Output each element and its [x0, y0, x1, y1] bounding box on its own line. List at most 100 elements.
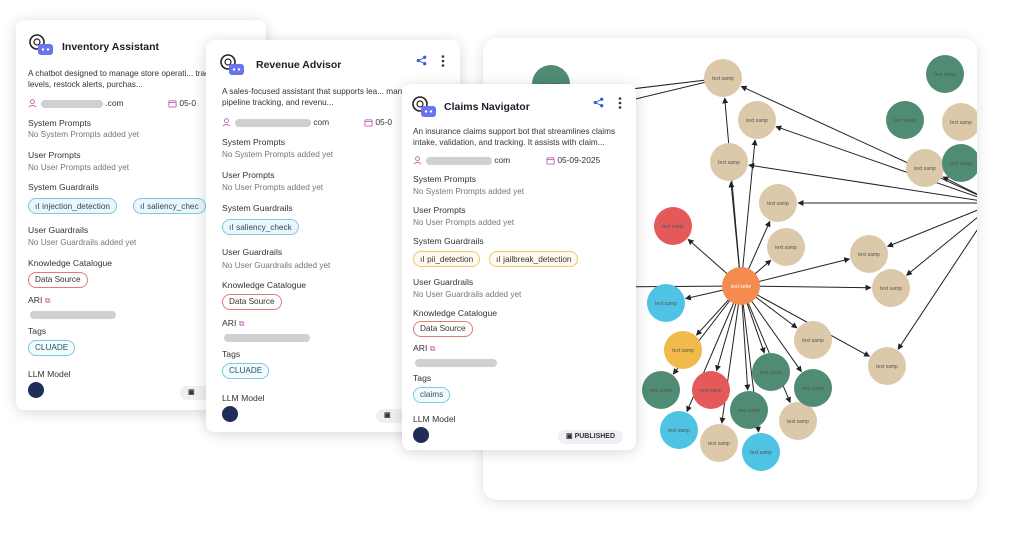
calendar-icon	[546, 157, 555, 165]
card-title: Claims Navigator	[444, 101, 530, 113]
ari-label: ARI ⧉	[413, 343, 436, 353]
knowledge-catalogue-label: Knowledge Catalogue	[222, 280, 307, 290]
data-source-chip[interactable]: Data Source	[28, 272, 88, 288]
graph-node[interactable]	[872, 269, 910, 307]
share-icon[interactable]	[593, 97, 604, 108]
graph-node[interactable]	[794, 369, 832, 407]
graph-node-label: text samp	[914, 166, 936, 172]
tags-label: Tags	[413, 373, 432, 383]
guardrail-chip[interactable]: ıl saliency_chec	[133, 198, 206, 214]
graph-node[interactable]	[752, 353, 790, 391]
graph-node[interactable]	[642, 371, 680, 409]
graph-node-label: text samp	[950, 120, 972, 126]
owner-email: com	[222, 117, 329, 127]
copy-icon[interactable]: ⧉	[238, 319, 245, 328]
tag-chip[interactable]: CLUADE	[28, 340, 76, 356]
status-badge: ▣ PUBLISHED	[558, 430, 624, 444]
more-options-icon[interactable]	[441, 55, 445, 67]
card-title: Inventory Assistant	[62, 41, 160, 53]
guardrail-chip[interactable]: ıl saliency_check	[222, 219, 299, 235]
graph-node-label: text samp	[738, 408, 760, 414]
graph-node[interactable]	[700, 424, 738, 462]
knowledge-graph[interactable]: text samp text samp text samp text samp text…	[483, 38, 977, 500]
graph-edge	[775, 125, 977, 198]
tags-label: Tags	[222, 349, 241, 359]
calendar-icon	[364, 119, 373, 127]
graph-node[interactable]	[850, 235, 888, 273]
user-icon	[413, 156, 422, 165]
system-prompts-label: System Prompts	[413, 174, 477, 184]
graph-edge	[906, 217, 977, 276]
llm-model-label: LLM Model	[28, 369, 71, 379]
graph-node-label: text samp	[802, 386, 824, 392]
tag-chip[interactable]: CLUADE	[222, 363, 270, 379]
graph-node[interactable]	[738, 101, 776, 139]
graph-node[interactable]	[759, 184, 797, 222]
graph-node[interactable]	[692, 371, 730, 409]
card-description: A chatbot designed to manage store opera…	[28, 69, 249, 89]
graph-node-label: text samp	[655, 301, 677, 307]
guardrail-chip[interactable]: ıl injection_detection	[28, 198, 117, 214]
data-source-chip[interactable]: Data Source	[222, 294, 282, 310]
copy-icon[interactable]: ⧉	[429, 344, 436, 353]
created-date: 05-0	[168, 98, 196, 108]
created-date: 05-0	[364, 117, 392, 127]
graph-node-label: text samp	[775, 245, 797, 251]
graph-node-label: text samp	[880, 286, 902, 292]
guardrail-chip[interactable]: ıl jailbreak_detection	[489, 251, 579, 267]
graph-node[interactable]	[942, 144, 977, 182]
graph-edge	[748, 162, 977, 201]
graph-node[interactable]	[664, 331, 702, 369]
graph-node[interactable]	[647, 284, 685, 322]
graph-node[interactable]	[730, 391, 768, 429]
owner-email: .com	[28, 98, 123, 108]
graph-node[interactable]	[742, 433, 780, 471]
graph-edge	[886, 209, 977, 248]
tags-label: Tags	[28, 326, 47, 336]
data-source-chip[interactable]: Data Source	[413, 321, 473, 337]
graph-node[interactable]	[660, 411, 698, 449]
user-guardrails-label: User Guardrails	[28, 225, 89, 235]
bot-logo-icon	[29, 34, 53, 55]
guardrail-chip[interactable]: ıl pii_detection	[413, 251, 481, 267]
graph-node-label: text samp	[876, 364, 898, 370]
graph-edge	[897, 229, 977, 350]
user-prompts-label: User Prompts	[222, 170, 275, 180]
status-badge-icon: ▣	[376, 409, 406, 423]
graph-node[interactable]	[654, 207, 692, 245]
graph-center-node[interactable]	[722, 267, 760, 305]
graph-node-label: text samp	[700, 388, 722, 394]
graph-node[interactable]	[794, 321, 832, 359]
user-prompts-label: User Prompts	[28, 150, 81, 160]
agent-card-claims-navigator[interactable]: Claims Navigator An insurance claims sup…	[402, 84, 636, 450]
bot-logo-icon	[412, 96, 436, 117]
ari-label: ARI ⧉	[28, 295, 51, 305]
graph-edge	[740, 284, 872, 291]
more-options-icon[interactable]	[618, 97, 622, 109]
system-guardrails-label: System Guardrails	[28, 182, 99, 192]
user-prompts-label: User Prompts	[413, 205, 466, 215]
graph-node[interactable]	[704, 59, 742, 97]
graph-node-label: text samp	[787, 419, 809, 425]
graph-node[interactable]	[942, 103, 977, 141]
graph-node[interactable]	[868, 347, 906, 385]
system-prompts-value: No System Prompts added yet	[28, 130, 140, 139]
owner-email: com	[413, 155, 510, 165]
graph-node-label: text samp	[712, 76, 734, 82]
card-description: A sales-focused assistant that supports …	[222, 87, 437, 107]
card-title: Revenue Advisor	[256, 59, 342, 71]
tag-chip[interactable]: claims	[413, 387, 451, 403]
copy-icon[interactable]: ⧉	[44, 296, 51, 305]
share-icon[interactable]	[416, 55, 427, 66]
calendar-icon: ▣	[566, 433, 575, 440]
user-guardrails-label: User Guardrails	[222, 247, 283, 257]
graph-center-label: text sebe	[731, 284, 752, 290]
graph-node-label: text samp	[802, 338, 824, 344]
knowledge-catalogue-label: Knowledge Catalogue	[413, 308, 498, 318]
graph-node[interactable]	[886, 101, 924, 139]
graph-node[interactable]	[926, 55, 964, 93]
graph-node[interactable]	[767, 228, 805, 266]
graph-node[interactable]	[906, 149, 944, 187]
graph-node[interactable]	[779, 402, 817, 440]
graph-node[interactable]	[710, 143, 748, 181]
